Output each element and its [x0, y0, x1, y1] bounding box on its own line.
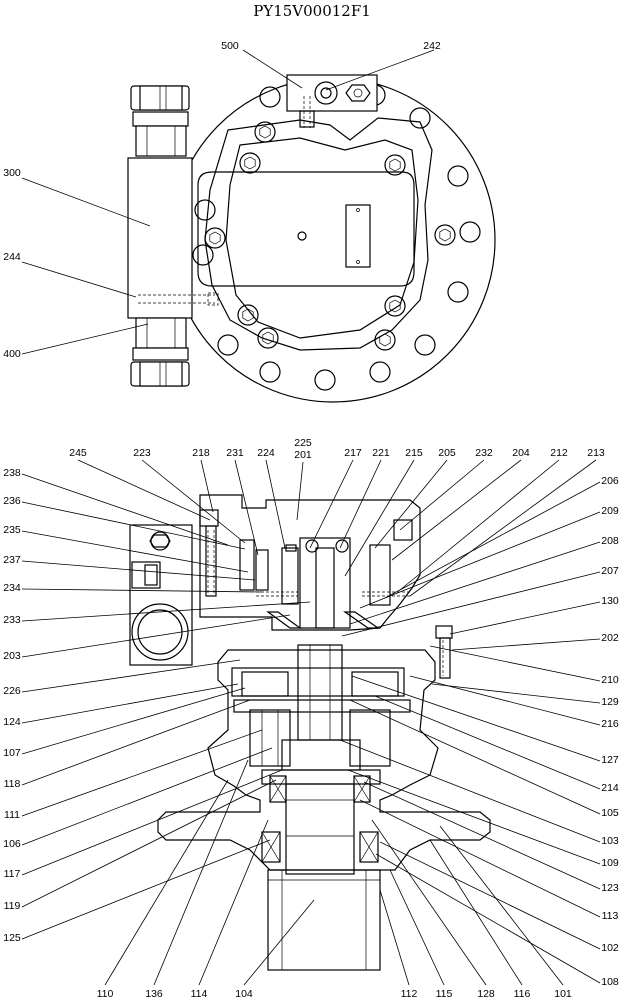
label-205: 205: [438, 447, 456, 459]
label-300: 300: [3, 167, 21, 179]
top-view-labels: 500 242 300 244 400: [3, 40, 441, 360]
label-217: 217: [344, 447, 362, 459]
label-208: 208: [601, 535, 619, 547]
label-218: 218: [192, 447, 210, 459]
label-204: 204: [512, 447, 530, 459]
label-103: 103: [601, 835, 619, 847]
label-212: 212: [550, 447, 568, 459]
label-111: 111: [4, 809, 20, 821]
label-237: 237: [3, 554, 21, 566]
label-214: 214: [601, 782, 619, 794]
label-233: 233: [3, 614, 21, 626]
label-107: 107: [3, 747, 21, 759]
label-203: 203: [3, 650, 21, 662]
label-400: 400: [3, 348, 21, 360]
label-130: 130: [601, 595, 619, 607]
label-234: 234: [3, 582, 21, 594]
label-238: 238: [3, 467, 21, 479]
label-109: 109: [601, 857, 619, 869]
label-102: 102: [601, 942, 619, 954]
label-101: 101: [554, 988, 572, 1000]
label-216: 216: [601, 718, 619, 730]
label-215: 215: [405, 447, 423, 459]
label-244: 244: [3, 251, 21, 263]
label-129: 129: [601, 696, 619, 708]
top-view-leader-lines: [21, 49, 435, 355]
label-210: 210: [601, 674, 619, 686]
label-223: 223: [133, 447, 151, 459]
drawing-number: PY15V00012F1: [253, 2, 371, 20]
label-209: 209: [601, 505, 619, 517]
label-206: 206: [601, 475, 619, 487]
label-201: 201: [294, 449, 312, 461]
label-114: 114: [191, 988, 208, 1000]
section-view-leader-lines: [21, 459, 601, 986]
label-117: 117: [4, 868, 21, 880]
label-119: 119: [4, 900, 21, 912]
label-235: 235: [3, 524, 21, 536]
label-116: 116: [514, 988, 531, 1000]
top-view-drawing: [127, 74, 496, 403]
label-104: 104: [235, 988, 253, 1000]
label-225: 225: [294, 437, 312, 449]
section-view-labels: 245 223 218 231 224 225 201 217 221 215 …: [3, 437, 619, 1000]
label-500: 500: [221, 40, 239, 52]
label-118: 118: [4, 778, 21, 790]
label-123: 123: [601, 882, 619, 894]
label-202: 202: [601, 632, 619, 644]
label-105: 105: [601, 807, 619, 819]
label-136: 136: [145, 988, 163, 1000]
label-108: 108: [601, 976, 619, 988]
label-232: 232: [475, 447, 493, 459]
label-125: 125: [3, 932, 21, 944]
label-226: 226: [3, 685, 21, 697]
label-124: 124: [3, 716, 21, 728]
label-224: 224: [257, 447, 275, 459]
label-113: 113: [602, 910, 619, 922]
label-236: 236: [3, 495, 21, 507]
label-242: 242: [423, 40, 441, 52]
label-106: 106: [3, 838, 21, 850]
label-213: 213: [587, 447, 605, 459]
label-245: 245: [69, 447, 87, 459]
section-view-drawing: [129, 494, 491, 971]
label-110: 110: [97, 988, 114, 1000]
label-221: 221: [372, 447, 390, 459]
label-112: 112: [401, 988, 418, 1000]
label-115: 115: [436, 988, 453, 1000]
label-128: 128: [477, 988, 495, 1000]
label-207: 207: [601, 565, 619, 577]
label-127: 127: [601, 754, 619, 766]
label-231: 231: [226, 447, 244, 459]
